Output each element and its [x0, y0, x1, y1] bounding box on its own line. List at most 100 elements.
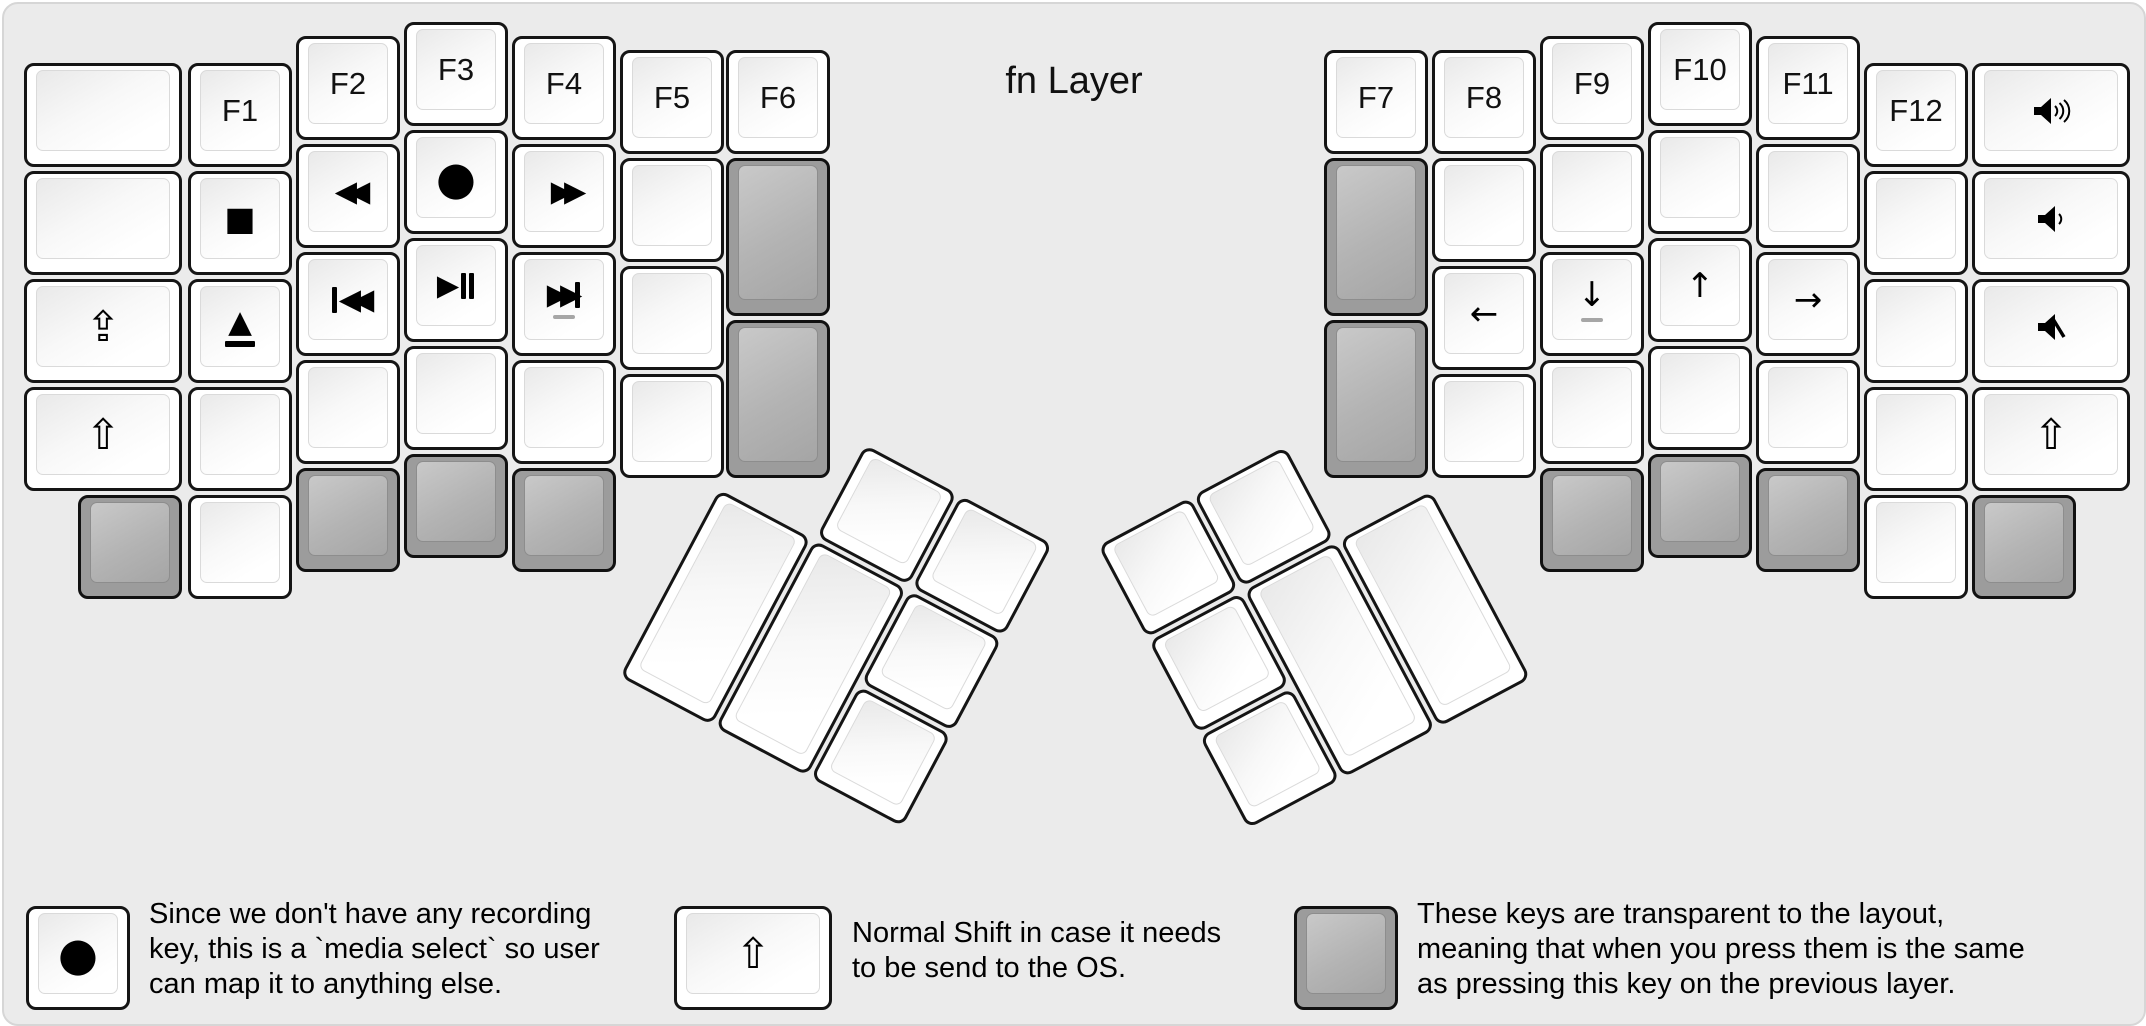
key-shift-left[interactable]: ⇧: [24, 387, 182, 491]
keycap-top: [1984, 286, 2118, 367]
key-transparent[interactable]: [1756, 468, 1860, 572]
keycap-top: [738, 165, 818, 300]
key-blank[interactable]: [620, 266, 724, 370]
key-label: F1: [221, 92, 259, 128]
key-blank[interactable]: [1432, 374, 1536, 478]
key-transparent[interactable]: [1648, 454, 1752, 558]
key-arrow-left[interactable]: ←: [1432, 266, 1536, 370]
key-blank[interactable]: [404, 346, 508, 450]
key-blank[interactable]: [1540, 360, 1644, 464]
key-blank[interactable]: [1864, 279, 1968, 383]
key-blank[interactable]: [1756, 144, 1860, 248]
key-transparent[interactable]: [1294, 906, 1398, 1010]
keycap-top: [1876, 178, 1956, 259]
keycap-top: ■: [200, 178, 280, 259]
key-transparent[interactable]: [1540, 468, 1644, 572]
key-transparent[interactable]: [1972, 495, 2076, 599]
key-blank[interactable]: [188, 387, 292, 491]
key-blank[interactable]: [1648, 130, 1752, 234]
key-f12[interactable]: F12: [1864, 63, 1968, 167]
key-shift-right[interactable]: ⇧: [1972, 387, 2130, 491]
key-blank[interactable]: [1864, 495, 1968, 599]
key-transparent[interactable]: [1324, 158, 1428, 316]
key-blank[interactable]: [1864, 171, 1968, 275]
keycap-top: [1876, 286, 1956, 367]
eject-bar: [225, 340, 255, 347]
key-blank[interactable]: [188, 495, 292, 599]
key-rewind[interactable]: ◀◀: [296, 144, 400, 248]
keycap-top: F8: [1444, 57, 1524, 138]
key-blank[interactable]: [512, 360, 616, 464]
key-media-select[interactable]: ●: [26, 906, 130, 1010]
layer-title: fn Layer: [1005, 60, 1143, 102]
key-next-track[interactable]: ▶▶: [512, 252, 616, 356]
key-blank[interactable]: [1756, 360, 1860, 464]
key-transparent[interactable]: [404, 454, 508, 558]
key-f10[interactable]: F10: [1648, 22, 1752, 126]
key-f11[interactable]: F11: [1756, 36, 1860, 140]
key-fast-forward[interactable]: ▶▶: [512, 144, 616, 248]
key-f6[interactable]: F6: [726, 50, 830, 154]
keycap-top: [1660, 461, 1740, 542]
key-transparent[interactable]: [726, 158, 830, 316]
arrow-down-icon: ↓: [1577, 274, 1607, 315]
legend-text-media-select: Since we don't have any recording key, t…: [149, 898, 600, 1000]
keycap-top: [416, 461, 496, 542]
key-blank[interactable]: [620, 374, 724, 478]
keycap-top: [738, 327, 818, 462]
key-volume-up[interactable]: [1972, 63, 2130, 167]
next-track-icon: ▶▶: [547, 280, 582, 309]
key-f3[interactable]: F3: [404, 22, 508, 126]
key-f4[interactable]: F4: [512, 36, 616, 140]
key-transparent[interactable]: [726, 320, 830, 478]
homing-dash: [553, 315, 575, 319]
key-volume-down[interactable]: [1972, 171, 2130, 275]
key-eject[interactable]: ▲: [188, 279, 292, 383]
key-transparent[interactable]: [512, 468, 616, 572]
key-blank[interactable]: [1864, 387, 1968, 491]
key-caps-lock[interactable]: ⇪: [24, 279, 182, 383]
play-pause-icon: ▶: [437, 271, 475, 300]
key-blank[interactable]: [296, 360, 400, 464]
shift-icon: ⇧: [735, 928, 771, 978]
pause-bar: [574, 281, 580, 308]
key-transparent[interactable]: [78, 495, 182, 599]
keycap-top: [1111, 508, 1221, 619]
keycap-top: ●: [38, 913, 118, 994]
key-record[interactable]: ●: [404, 130, 508, 234]
keycap-top: F1: [200, 70, 280, 151]
keycap-top: F5: [632, 57, 712, 138]
key-arrow-right[interactable]: →: [1756, 252, 1860, 356]
key-arrow-up[interactable]: ↑: [1648, 238, 1752, 342]
keycap-top: [1768, 475, 1848, 556]
key-play-pause[interactable]: ▶: [404, 238, 508, 342]
key-f9[interactable]: F9: [1540, 36, 1644, 140]
key-arrow-down[interactable]: ↓: [1540, 252, 1644, 356]
key-f1[interactable]: F1: [188, 63, 292, 167]
keycap-top: [524, 475, 604, 556]
keycap-top: ⇧: [686, 913, 820, 994]
key-blank[interactable]: [1540, 144, 1644, 248]
keycap-top: F6: [738, 57, 818, 138]
key-f8[interactable]: F8: [1432, 50, 1536, 154]
key-f2[interactable]: F2: [296, 36, 400, 140]
key-normal-shift[interactable]: ⇧: [674, 906, 832, 1010]
key-f7[interactable]: F7: [1324, 50, 1428, 154]
key-blank[interactable]: [24, 171, 182, 275]
key-prev-track[interactable]: ◀◀: [296, 252, 400, 356]
keycap-top: [200, 502, 280, 583]
keycap-top: F3: [416, 29, 496, 110]
keycap-top: [929, 507, 1039, 617]
key-blank[interactable]: [1432, 158, 1536, 262]
key-stop[interactable]: ■: [188, 171, 292, 275]
key-transparent[interactable]: [296, 468, 400, 572]
key-blank[interactable]: [620, 158, 724, 262]
key-transparent[interactable]: [1324, 320, 1428, 478]
key-f5[interactable]: F5: [620, 50, 724, 154]
key-blank[interactable]: [24, 63, 182, 167]
key-blank[interactable]: [1648, 346, 1752, 450]
key-volume-mute[interactable]: [1972, 279, 2130, 383]
arrow-up-icon: ↑: [1685, 265, 1715, 306]
keycap-top: [1306, 913, 1386, 994]
keycap-top: ▶▶: [524, 151, 604, 232]
